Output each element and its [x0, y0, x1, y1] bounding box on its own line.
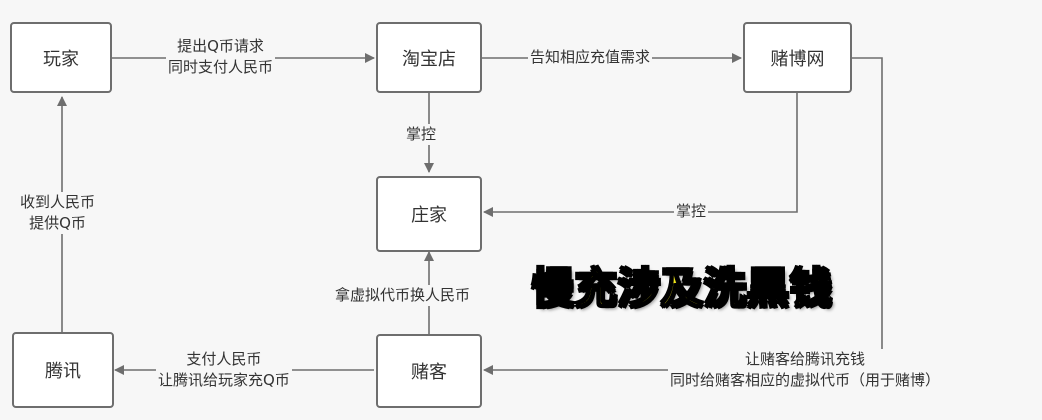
- label-taobao-to-banker: 掌控: [404, 124, 439, 145]
- arrow-gambling-site-to-banker: [483, 93, 798, 217]
- label-taobao-to-gambling-site: 告知相应充值需求: [528, 47, 653, 68]
- node-banker: 庄家: [376, 176, 482, 252]
- label-gambling-site-to-banker: 掌控: [674, 201, 709, 222]
- node-taobao-shop: 淘宝店: [376, 22, 482, 93]
- label-line: 提出Q币请求: [177, 37, 264, 55]
- label-line: 掌控: [676, 202, 707, 220]
- label-gambler-to-banker: 拿虚拟代币换人民币: [333, 285, 473, 306]
- label-line: 掌控: [406, 125, 437, 143]
- label-player-to-taobao: 提出Q币请求 同时支付人民币: [166, 36, 276, 78]
- label-line: 同时给赌客相应的虚拟代币（用于赌博）: [670, 371, 941, 389]
- money-laundering-banner: 慢充涉及洗黑钱: [531, 263, 834, 314]
- label-gambling-site-to-gambler: 让赌客给腾讯充钱 同时给赌客相应的虚拟代币（用于赌博）: [668, 349, 943, 391]
- label-line: 让腾讯给玩家充Q币: [158, 371, 290, 389]
- node-gambling-site: 赌博网: [743, 22, 852, 93]
- label-line: 让赌客给腾讯充钱: [745, 350, 866, 368]
- label-line: 支付人民币: [186, 350, 262, 368]
- label-line: 拿虚拟代币换人民币: [335, 286, 471, 304]
- label-line: 收到人民币: [20, 193, 96, 211]
- label-line: 告知相应充值需求: [530, 48, 651, 66]
- label-gambler-to-tencent: 支付人民币 让腾讯给玩家充Q币: [156, 349, 292, 391]
- label-line: 同时支付人民币: [168, 58, 274, 76]
- node-player: 玩家: [10, 22, 112, 93]
- label-line: 提供Q币: [29, 214, 86, 232]
- node-tencent: 腾讯: [12, 332, 114, 408]
- node-gambler: 赌客: [376, 334, 482, 408]
- label-tencent-to-player: 收到人民币 提供Q币: [18, 192, 98, 234]
